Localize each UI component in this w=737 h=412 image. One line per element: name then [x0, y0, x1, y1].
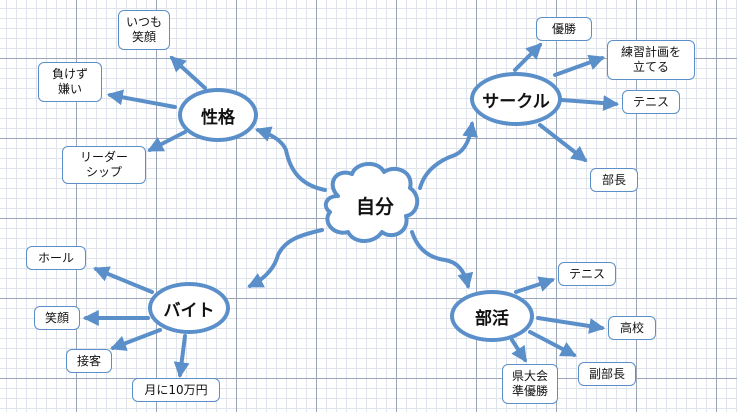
- edge-bukatsu-kentaikai: [510, 338, 527, 363]
- edge-bukatsu-koko: [536, 316, 606, 334]
- edge-baito-sekkyaku: [110, 328, 162, 351]
- leaf-bukatsu-fukubucho[interactable]: 副部長: [578, 362, 636, 386]
- leaf-seikaku-makezu-girai[interactable]: 負けず 嫌い: [38, 62, 102, 102]
- edge-circle-yusho: [513, 42, 543, 72]
- leaf-baito-getsu-10man[interactable]: 月に10万円: [132, 378, 220, 402]
- topic-baito[interactable]: バイト: [148, 282, 230, 334]
- center-node-label[interactable]: 自分: [355, 195, 394, 218]
- edge-center-bukatsu: [410, 230, 474, 290]
- leaf-baito-sekkyaku[interactable]: 接客: [66, 349, 112, 373]
- edge-baito-getsu: [173, 334, 190, 379]
- leaf-circle-tennis[interactable]: テニス: [622, 90, 680, 114]
- leaf-seikaku-leadership[interactable]: リーダー シップ: [62, 146, 146, 184]
- leaf-circle-yusho[interactable]: 優勝: [536, 17, 592, 41]
- edge-bukatsu-tennis: [514, 276, 556, 294]
- leaf-bukatsu-kentaikai[interactable]: 県大会 準優勝: [502, 364, 558, 404]
- topic-seikaku[interactable]: 性格: [178, 88, 258, 142]
- leaf-seikaku-itsumo-egao[interactable]: いつも 笑顔: [118, 10, 170, 50]
- edge-center-seikaku: [254, 126, 327, 192]
- topic-circle[interactable]: サークル: [470, 72, 562, 126]
- leaf-baito-hall[interactable]: ホール: [26, 246, 86, 270]
- leaf-circle-renshu-keikaku[interactable]: 練習計画を 立てる: [607, 40, 695, 80]
- edge-seikaku-itsumo: [169, 55, 207, 90]
- edge-center-circle: [418, 120, 479, 190]
- edge-seikaku-makezu: [106, 89, 177, 109]
- edge-center-baito: [247, 228, 324, 288]
- edge-seikaku-leader: [147, 130, 187, 152]
- leaf-baito-egao[interactable]: 笑顔: [34, 306, 80, 330]
- center-cloud-shape: [323, 162, 420, 243]
- topic-bukatsu[interactable]: 部活: [450, 290, 534, 342]
- edge-circle-tennis: [560, 95, 620, 112]
- leaf-circle-bucho[interactable]: 部長: [590, 168, 638, 192]
- edge-circle-renshu: [553, 54, 606, 77]
- edge-baito-hall: [93, 266, 154, 294]
- leaf-bukatsu-koko[interactable]: 高校: [608, 316, 656, 340]
- edge-bukatsu-fukubucho: [528, 330, 577, 357]
- leaf-bukatsu-tennis[interactable]: テニス: [558, 262, 616, 286]
- edge-circle-bucho: [538, 123, 588, 162]
